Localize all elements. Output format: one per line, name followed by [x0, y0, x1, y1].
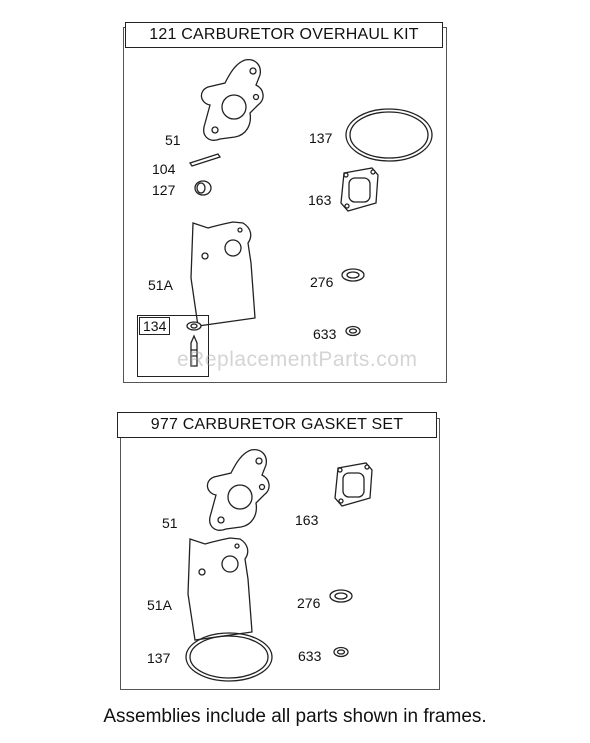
washer-633-drawing-set	[333, 646, 349, 658]
part-label-51a-set: 51A	[147, 597, 172, 613]
pin-104-drawing	[188, 153, 222, 167]
watermark: eReplacementParts.com	[177, 348, 418, 371]
needle-assembly-subframe	[137, 315, 209, 377]
overhaul-kit-title: 121 CARBURETOR OVERHAUL KIT	[125, 22, 443, 48]
part-label-163: 163	[308, 192, 332, 208]
gasket-51a-drawing	[190, 221, 256, 327]
gasket-163-drawing-set	[334, 462, 373, 507]
part-label-163-set: 163	[295, 512, 319, 528]
gasket-51-drawing-set	[206, 449, 270, 531]
needle-seat-134-drawing	[186, 321, 202, 367]
part-label-127: 127	[152, 182, 176, 198]
part-label-51a: 51A	[148, 277, 173, 293]
part-label-633: 633	[313, 326, 337, 342]
o-ring-137-drawing-set	[185, 632, 273, 682]
gasket-set-frame	[120, 418, 440, 690]
o-ring-137-drawing	[345, 108, 433, 162]
gasket-set-title: 977 CARBURETOR GASKET SET	[117, 412, 437, 438]
overhaul-kit-frame	[123, 27, 447, 383]
washer-633-drawing	[345, 325, 361, 337]
part-label-51: 51	[165, 132, 181, 148]
washer-276-drawing	[341, 268, 365, 282]
part-label-633-set: 633	[298, 648, 322, 664]
part-label-276-set: 276	[297, 595, 321, 611]
part-label-137-set: 137	[147, 650, 171, 666]
footer-note: Assemblies include all parts shown in fr…	[103, 706, 487, 727]
plug-127-drawing	[194, 180, 212, 196]
gasket-51-drawing	[200, 59, 264, 141]
gasket-51a-drawing-set	[187, 537, 253, 641]
gasket-163-drawing	[340, 167, 379, 212]
part-label-104: 104	[152, 161, 176, 177]
part-label-134: 134	[139, 317, 171, 335]
part-label-276: 276	[310, 274, 334, 290]
part-label-137: 137	[309, 130, 333, 146]
washer-276-drawing-set	[329, 589, 353, 603]
part-label-51-set: 51	[162, 515, 178, 531]
